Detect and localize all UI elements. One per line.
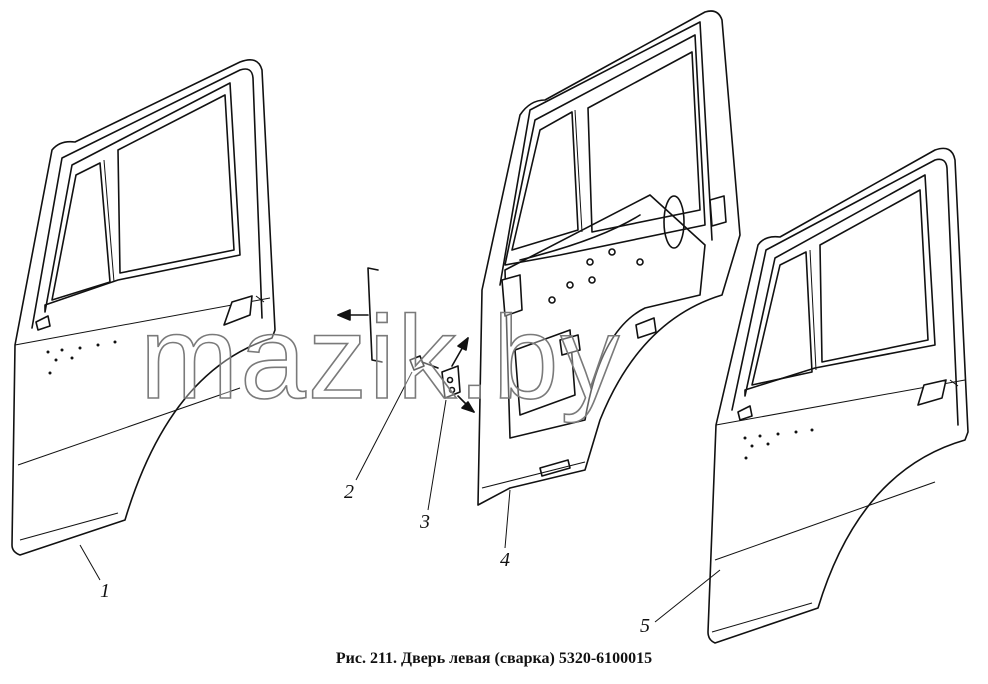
door-1-outer-panel — [11, 59, 276, 556]
part-label-4: 4 — [500, 549, 510, 571]
door-5-outer-panel — [707, 147, 969, 644]
part-label-5: 5 — [640, 615, 650, 637]
leader-lines — [79, 371, 721, 623]
part-label-2: 2 — [344, 481, 354, 503]
part-label-1: 1 — [100, 580, 110, 602]
figure-caption: Рис. 211. Дверь левая (сварка) 5320-6100… — [335, 650, 653, 667]
watermark: mazik.by — [140, 292, 622, 424]
part-2-bolt — [409, 355, 439, 371]
part-3-hinge-plate — [441, 365, 461, 399]
door-4-inner-panel — [477, 10, 741, 506]
part-label-3: 3 — [419, 511, 430, 533]
assembly-arrows — [337, 267, 475, 413]
